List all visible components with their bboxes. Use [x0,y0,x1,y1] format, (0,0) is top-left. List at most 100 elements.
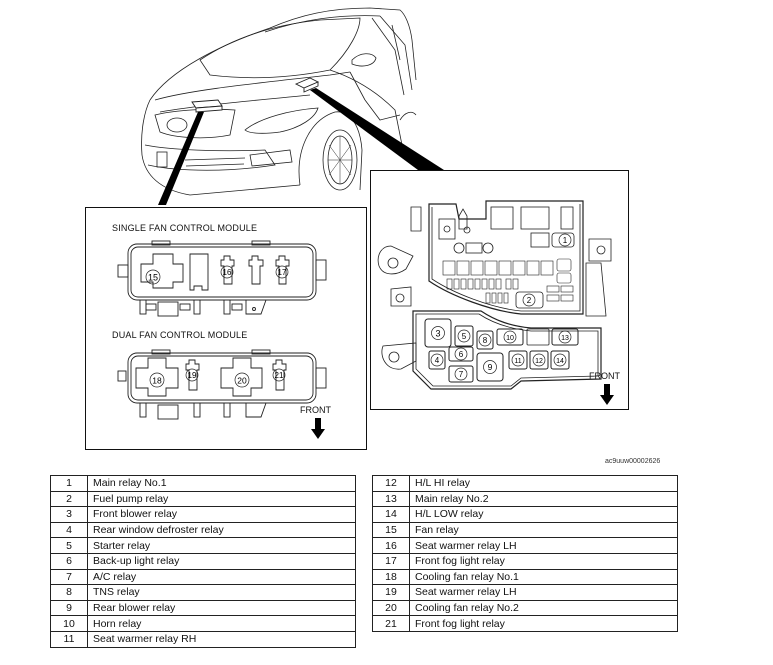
relay-number: 6 [50,552,88,570]
relay-number: 11 [50,630,88,648]
slot-5: 5 [462,332,467,341]
relay-number: 20 [372,599,410,617]
relay-name: Seat warmer relay LH [409,584,678,601]
pointer-to-main-box [310,88,444,170]
relay-name: Front blower relay [87,506,356,523]
slot-6: 6 [459,350,464,359]
relay-name: Cooling fan relay No.2 [409,599,678,617]
relay-name: Seat warmer relay RH [87,630,356,648]
relay-number: 14 [372,506,410,523]
relay-name: Main relay No.1 [87,475,356,492]
relay-name: TNS relay [87,584,356,601]
slot-21: 21 [275,371,284,380]
relay-number: 3 [50,506,88,523]
slot-10: 10 [506,335,514,342]
slot-2: 2 [527,296,532,305]
main-relay-box-panel: FRONT [370,170,629,410]
slot-16: 16 [223,268,232,277]
relay-number: 15 [372,521,410,539]
slot-15: 15 [148,273,158,283]
relay-number: 1 [50,475,88,492]
dual-fan-module-title: DUAL FAN CONTROL MODULE [112,330,248,340]
relay-number: 13 [372,490,410,508]
slot-20: 20 [237,376,247,386]
relay-name: H/L HI relay [409,475,678,492]
relay-name: Main relay No.2 [409,490,678,508]
slot-14: 14 [556,358,564,365]
relay-number: 10 [50,615,88,632]
relay-number: 7 [50,568,88,586]
relay-name: H/L LOW relay [409,506,678,523]
relay-name: Fan relay [409,521,678,539]
relay-number: 2 [50,490,88,508]
relay-number: 8 [50,584,88,601]
relay-number: 12 [372,475,410,492]
relay-name: Starter relay [87,537,356,554]
pointer-to-fan-module [158,112,204,205]
slot-7: 7 [459,370,464,379]
front-label-right: FRONT [589,371,620,381]
slot-1: 1 [563,236,568,245]
front-arrow-right-icon [600,384,614,405]
slot-17: 17 [278,268,287,277]
relay-name: Front fog light relay [409,552,678,570]
slot-13: 13 [561,335,569,342]
slot-12: 12 [535,358,543,365]
slot-11: 11 [514,358,521,365]
front-label-left: FRONT [300,405,331,415]
relay-number: 4 [50,521,88,539]
relay-name: Fuel pump relay [87,490,356,508]
slot-3: 3 [435,329,440,339]
single-fan-module-drawing: 15 16 17 18 19 20 [117,240,327,420]
slot-19: 19 [188,371,197,380]
relay-name: Horn relay [87,615,356,632]
relay-number: 18 [372,568,410,586]
relay-name: Cooling fan relay No.1 [409,568,678,586]
relay-number: 17 [372,552,410,570]
reference-code: ac9uuw00002626 [605,458,661,465]
fan-control-module-panel: SINGLE FAN CONTROL MODULE DUAL FAN CONTR… [85,207,367,450]
vehicle-illustration [141,7,444,205]
slot-18: 18 [152,376,162,386]
slot-9: 9 [488,362,493,372]
relay-number: 21 [372,615,410,632]
relay-name: Back-up light relay [87,552,356,570]
slot-4: 4 [435,356,440,365]
relay-number: 5 [50,537,88,554]
relay-number: 9 [50,599,88,617]
relay-name: Rear blower relay [87,599,356,617]
relay-name: Front fog light relay [409,615,678,632]
slot-8: 8 [483,336,488,345]
single-fan-module-title: SINGLE FAN CONTROL MODULE [112,223,258,233]
relay-number: 19 [372,584,410,601]
relay-name: A/C relay [87,568,356,586]
front-arrow-left-icon [311,418,325,439]
relay-name: Rear window defroster relay [87,521,356,539]
main-relay-box-drawing: 1 2 3 4 5 6 7 8 9 10 11 12 13 14 [377,200,612,390]
relay-name: Seat warmer relay LH [409,537,678,554]
relay-number: 16 [372,537,410,554]
